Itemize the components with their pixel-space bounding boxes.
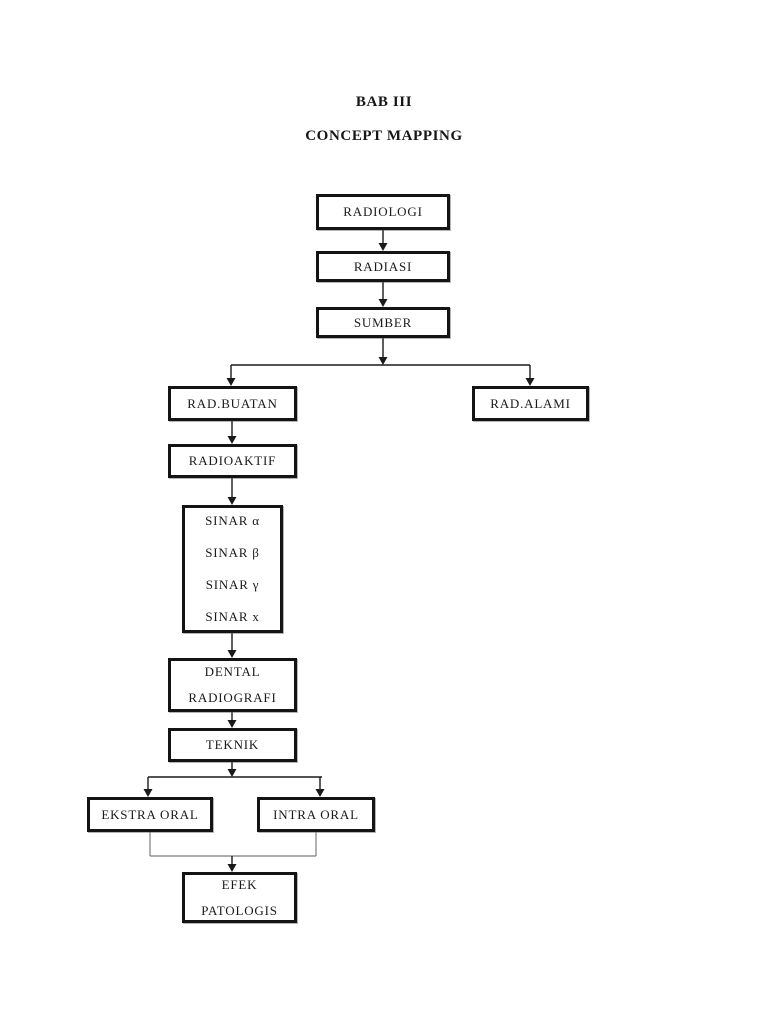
- node-sinar-line-x: SINAR x: [205, 609, 260, 624]
- node-teknik-label: TEKNIK: [205, 737, 260, 752]
- node-dental-radiografi: DENTAL RADIOGRAFI: [168, 658, 297, 712]
- connector-sumber-split: [226, 338, 535, 386]
- node-rad-buatan-label: RAD.BUATAN: [187, 395, 278, 411]
- node-rad-alami-label: RAD.ALAMI: [490, 395, 571, 411]
- connector-teknik-split: [143, 762, 325, 797]
- page-subtitle: CONCEPT MAPPING: [305, 128, 463, 144]
- node-efek-patologis: EFEK PATOLOGIS: [182, 872, 297, 923]
- node-sinar: SINAR α SINAR β SINAR γ SINAR x: [182, 505, 283, 633]
- node-ekstra-oral: EKSTRA ORAL: [87, 797, 213, 832]
- connector-merge-efek: [149, 832, 317, 857]
- node-radioaktif-label: RADIOAKTIF: [188, 453, 277, 468]
- node-sumber-label: SUMBER: [353, 314, 413, 330]
- connector-buatan-radioaktif: [227, 421, 237, 444]
- connector-radiasi-sumber: [378, 282, 388, 307]
- connector-radiologi-radiasi: [378, 230, 388, 251]
- node-radiologi-label: RADIOLOGI: [343, 204, 423, 219]
- connector-radioaktif-sinar: [227, 478, 237, 505]
- node-intra-oral: INTRA ORAL: [257, 797, 375, 832]
- node-dental-line-1: DENTAL: [204, 664, 261, 679]
- node-radiasi: RADIASI: [316, 251, 450, 282]
- node-radioaktif: RADIOAKTIF: [168, 444, 297, 478]
- node-teknik: TEKNIK: [168, 728, 297, 762]
- connector-dental-teknik: [227, 712, 237, 728]
- node-dental-line-2: RADIOGRAFI: [188, 690, 277, 705]
- node-intra-oral-label: INTRA ORAL: [273, 806, 359, 822]
- node-efek-line-2: PATOLOGIS: [201, 902, 278, 918]
- node-radiasi-label: RADIASI: [353, 258, 413, 274]
- node-rad-buatan: RAD.BUATAN: [168, 386, 297, 421]
- node-rad-alami: RAD.ALAMI: [472, 386, 589, 421]
- node-ekstra-oral-label: EKSTRA ORAL: [101, 806, 199, 822]
- node-efek-line-1: EFEK: [221, 876, 258, 892]
- node-sinar-line-alpha: SINAR α: [205, 513, 260, 528]
- node-radiologi: RADIOLOGI: [316, 194, 450, 230]
- connector-efek-arrow: [227, 856, 237, 872]
- node-sinar-line-gamma: SINAR γ: [205, 577, 260, 592]
- connector-sinar-dental: [227, 633, 237, 658]
- page-title: BAB III: [355, 94, 413, 110]
- node-sinar-line-beta: SINAR β: [205, 545, 260, 560]
- node-sumber: SUMBER: [316, 307, 450, 338]
